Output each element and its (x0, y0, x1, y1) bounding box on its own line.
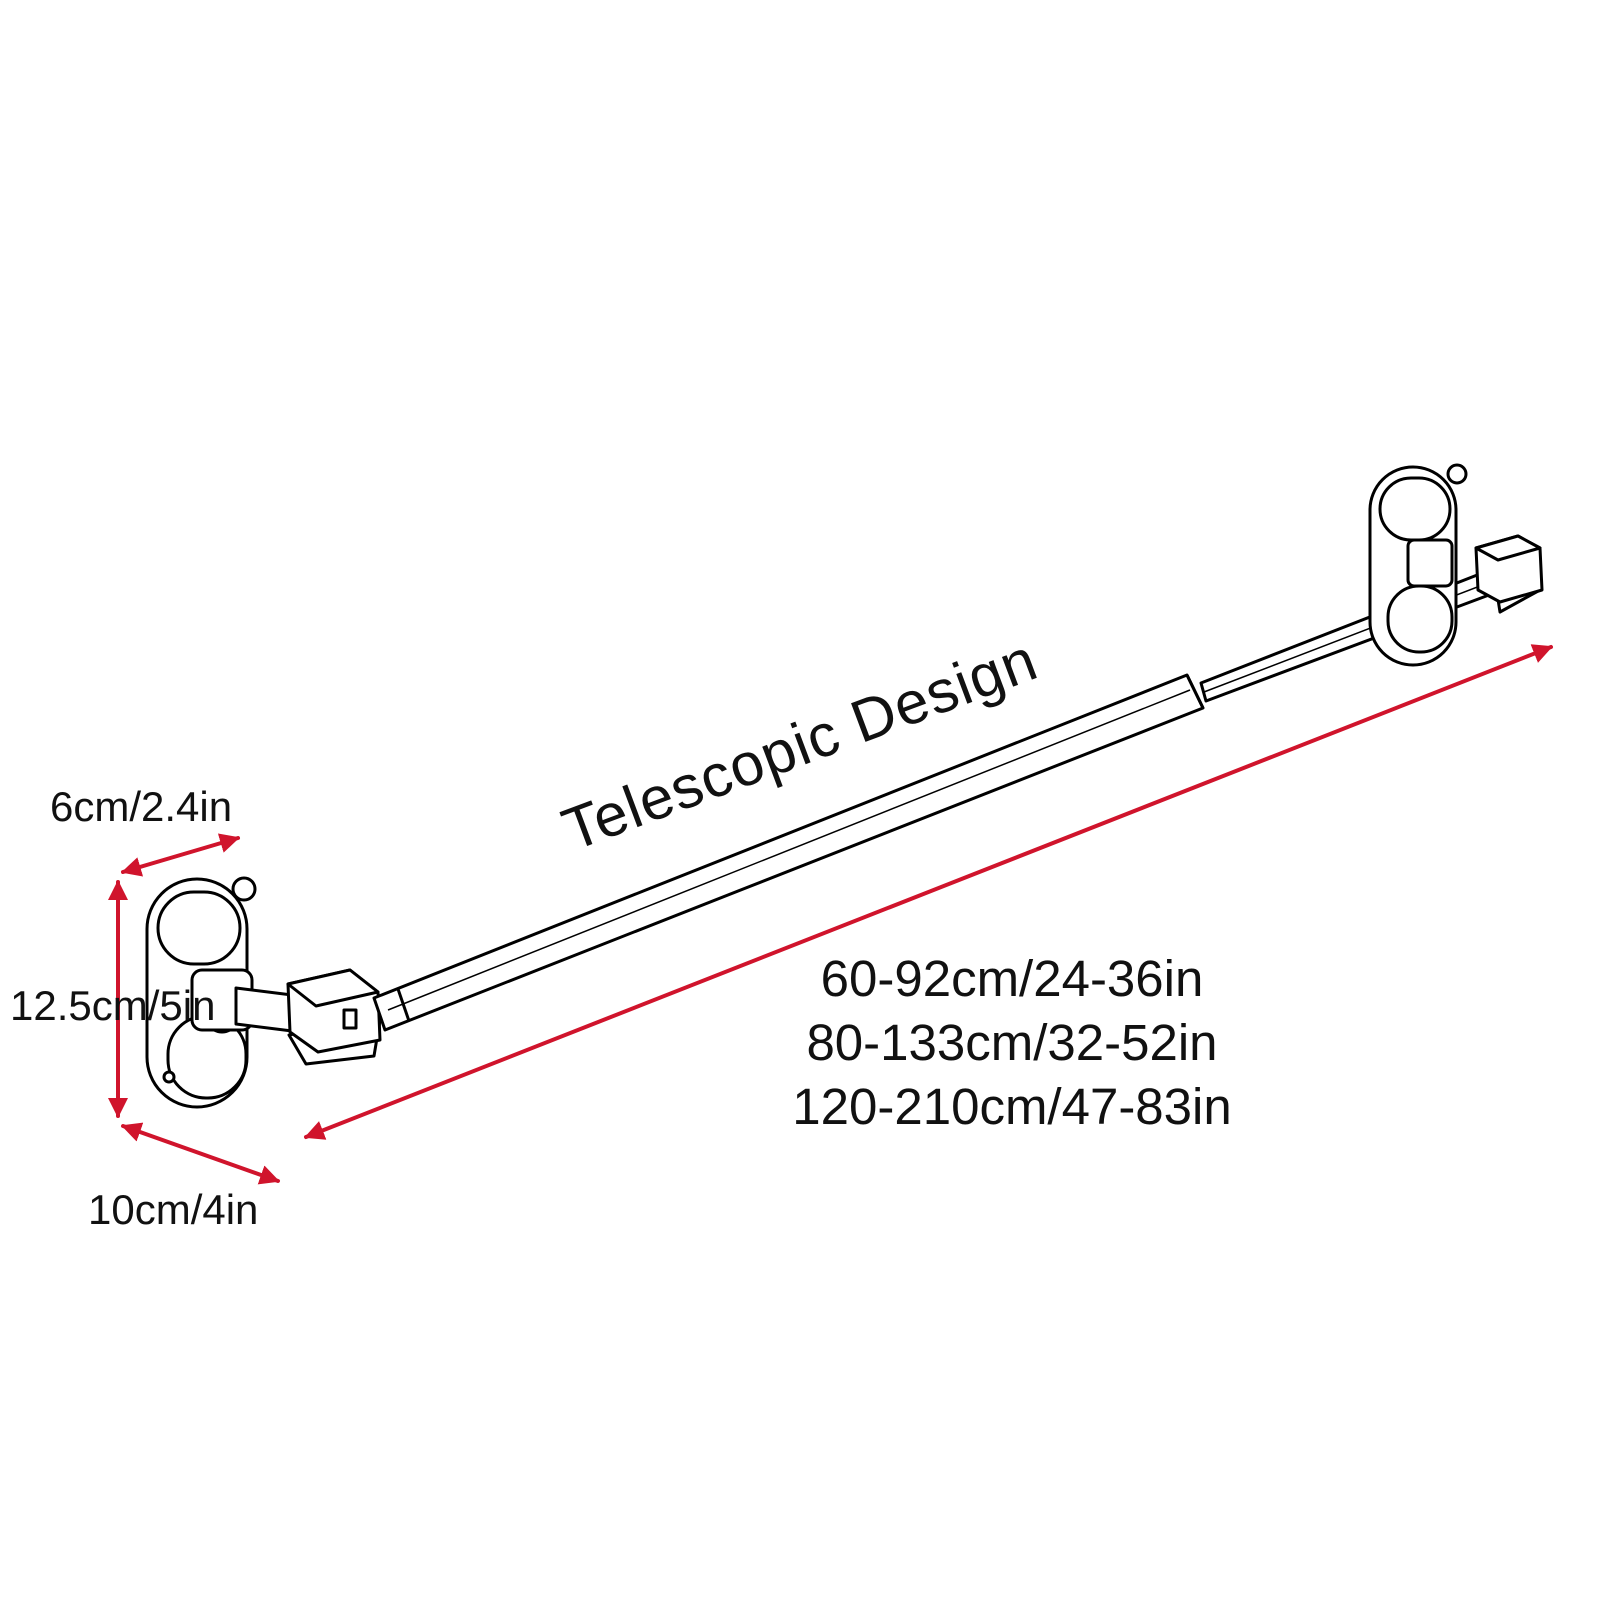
left-bracket-screw (162, 1070, 176, 1084)
dimension-arrows (108, 644, 1553, 1185)
left-bracket-knob (231, 876, 257, 902)
bracket-height-label: 12.5cm/5in (10, 982, 216, 1029)
bracket-width-label: 6cm/2.4in (50, 783, 233, 830)
width-dimension-arrow (121, 833, 240, 877)
right-bracket-mount (1406, 538, 1454, 588)
right-wall-bracket (1368, 463, 1468, 667)
right-bracket-suction-top (1378, 476, 1452, 542)
length-option-large: 120-210cm/47-83in (792, 1078, 1232, 1135)
left-cap-lock (342, 1008, 358, 1030)
left-end-cap (286, 968, 382, 1066)
length-option-small: 60-92cm/24-36in (820, 950, 1204, 1007)
bracket-depth-label: 10cm/4in (88, 1186, 259, 1233)
right-end-cap (1474, 534, 1544, 614)
length-options: 60-92cm/24-36in 80-133cm/32-52in 120-210… (792, 953, 1231, 1145)
length-dimension-arrow (304, 644, 1553, 1140)
depth-dimension-arrow (121, 1122, 280, 1185)
right-bracket-suction-bottom (1386, 584, 1454, 654)
right-bracket-knob (1446, 463, 1468, 485)
left-bracket-suction-top (156, 890, 242, 966)
length-option-medium: 80-133cm/32-52in (806, 1014, 1218, 1071)
right-cap-top (1474, 534, 1542, 562)
